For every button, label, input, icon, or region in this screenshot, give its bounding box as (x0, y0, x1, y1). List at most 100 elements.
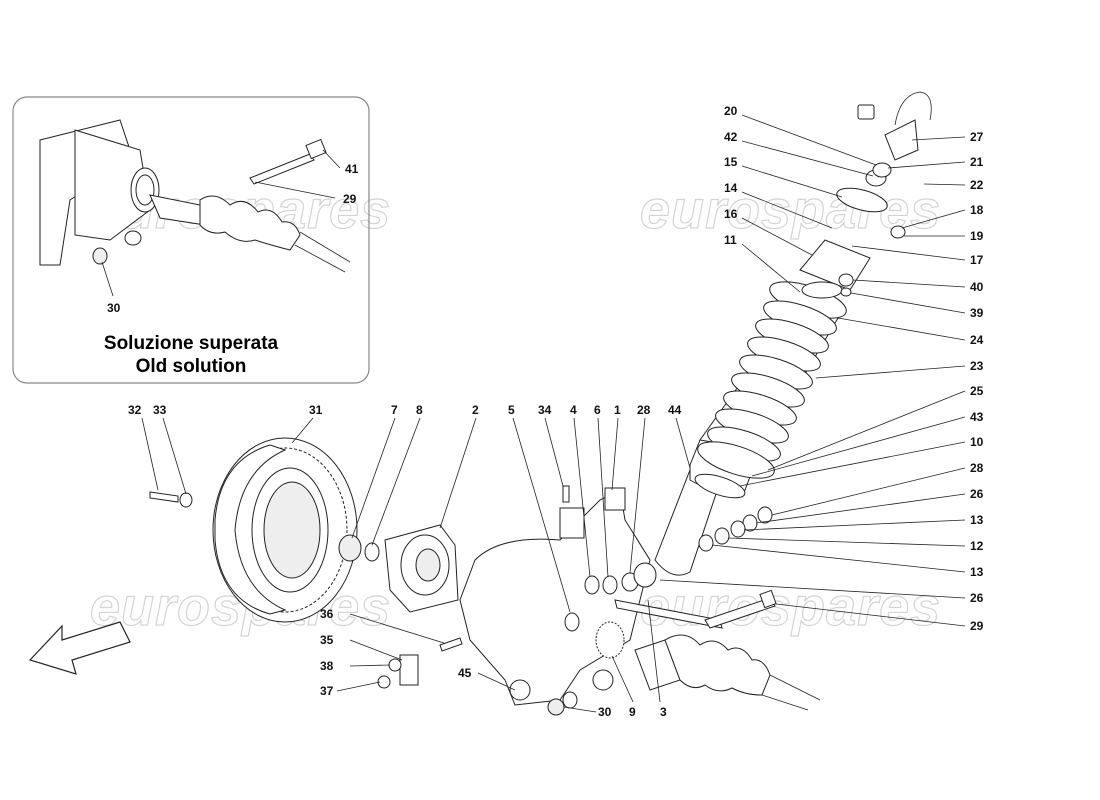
label-30: 30 (598, 705, 612, 719)
label-38: 38 (320, 659, 334, 673)
label-27: 27 (970, 130, 984, 144)
label-13b: 13 (970, 565, 984, 579)
bolt-29b (704, 597, 776, 629)
nut-37 (377, 675, 391, 689)
top-cup-15 (836, 187, 888, 213)
label-42: 42 (724, 130, 738, 144)
drive-shaft (634, 634, 821, 711)
label-31: 31 (309, 403, 323, 417)
bush-44 (633, 562, 657, 588)
inset-caption-line2: Old solution (136, 356, 247, 377)
label-21: 21 (970, 155, 984, 169)
washer-5 (564, 612, 580, 632)
coil-spring (697, 281, 847, 479)
label-23: 23 (970, 359, 984, 373)
label-28: 28 (637, 403, 651, 417)
inset-gear-inner (135, 174, 155, 206)
inset-label-41: 41 (345, 162, 359, 176)
hub-carrier (459, 487, 651, 706)
actuator-27 (884, 119, 919, 161)
old-solution-inset: 41 29 30 Soluzione superata Old solution (12, 96, 370, 384)
label-11: 11 (724, 233, 737, 247)
label-13: 13 (970, 513, 984, 527)
label-24: 24 (970, 333, 984, 347)
label-26: 26 (970, 487, 984, 501)
bracket-35 (399, 654, 419, 686)
watermark-4: eurospares (640, 577, 941, 637)
washer-6 (602, 575, 618, 595)
labels-right-column: 27 21 22 18 19 17 40 39 24 23 25 43 10 2… (970, 130, 984, 633)
actuator-cable (894, 91, 932, 126)
label-14: 14 (724, 181, 738, 195)
label-9: 9 (629, 705, 636, 719)
label-3: 3 (660, 705, 667, 719)
top-mount-plate (799, 239, 871, 291)
bolt-29 (614, 599, 723, 629)
label-18: 18 (970, 203, 984, 217)
inset-boot (199, 195, 301, 251)
front-direction-arrow (28, 621, 131, 675)
inset-bolt (249, 153, 315, 185)
label-1: 1 (614, 403, 621, 417)
dust-cover (801, 281, 843, 299)
washer-20 (872, 162, 892, 178)
labels-top-row: 32 33 31 7 8 2 5 34 4 6 1 28 44 (128, 403, 682, 417)
label-2: 2 (472, 403, 479, 417)
labels-bottom-left: 36 35 38 37 45 30 9 3 (320, 607, 667, 719)
washer-13b (698, 534, 714, 552)
washer-28 (757, 506, 773, 524)
bolt-32 (149, 491, 179, 503)
label-5: 5 (508, 403, 515, 417)
washer-4 (584, 575, 600, 595)
label-19: 19 (970, 229, 984, 243)
washer-40 (838, 273, 854, 287)
label-7: 7 (391, 403, 398, 417)
label-16: 16 (724, 207, 738, 221)
inset-label-29: 29 (343, 192, 357, 206)
label-28-right: 28 (970, 461, 984, 475)
washer-13a (730, 520, 746, 538)
shock-absorber (654, 91, 932, 576)
nut-39 (840, 287, 852, 297)
label-25: 25 (970, 384, 984, 398)
label-37: 37 (320, 684, 334, 698)
label-8: 8 (416, 403, 423, 417)
label-29: 29 (970, 619, 984, 633)
label-43: 43 (970, 410, 984, 424)
label-40: 40 (970, 280, 984, 294)
inset-caption-line1: Soluzione superata (104, 333, 279, 354)
label-34: 34 (538, 403, 552, 417)
leader-lines (141, 114, 966, 713)
label-36: 36 (320, 607, 334, 621)
nut-18 (890, 225, 906, 239)
pin-34 (562, 485, 570, 503)
label-32: 32 (128, 403, 142, 417)
inset-nut (92, 247, 108, 265)
label-45: 45 (458, 666, 472, 680)
nut-38 (388, 658, 402, 672)
nut-30 (547, 698, 565, 716)
label-12: 12 (970, 539, 984, 553)
wheel-hub (384, 524, 459, 613)
connector (857, 104, 875, 120)
label-10: 10 (970, 435, 984, 449)
label-35: 35 (320, 633, 334, 647)
inset-upright (74, 129, 151, 241)
pin-36 (439, 637, 463, 652)
tone-ring-9 (595, 621, 625, 659)
label-4: 4 (570, 403, 577, 417)
inset-frame (12, 96, 370, 384)
label-17: 17 (970, 253, 984, 267)
label-22: 22 (970, 178, 984, 192)
brake-disc (212, 437, 358, 623)
label-15: 15 (724, 155, 738, 169)
watermark-group: eurospares eurospares eurospares eurospa… (89, 179, 941, 637)
inset-bolt-head (305, 138, 327, 160)
label-26b: 26 (970, 591, 984, 605)
label-6: 6 (594, 403, 601, 417)
label-44: 44 (668, 403, 682, 417)
ring-8 (364, 542, 380, 562)
washer-33 (179, 492, 193, 508)
labels-shock-left: 20 42 15 14 16 11 (724, 104, 738, 247)
label-20: 20 (724, 104, 738, 118)
